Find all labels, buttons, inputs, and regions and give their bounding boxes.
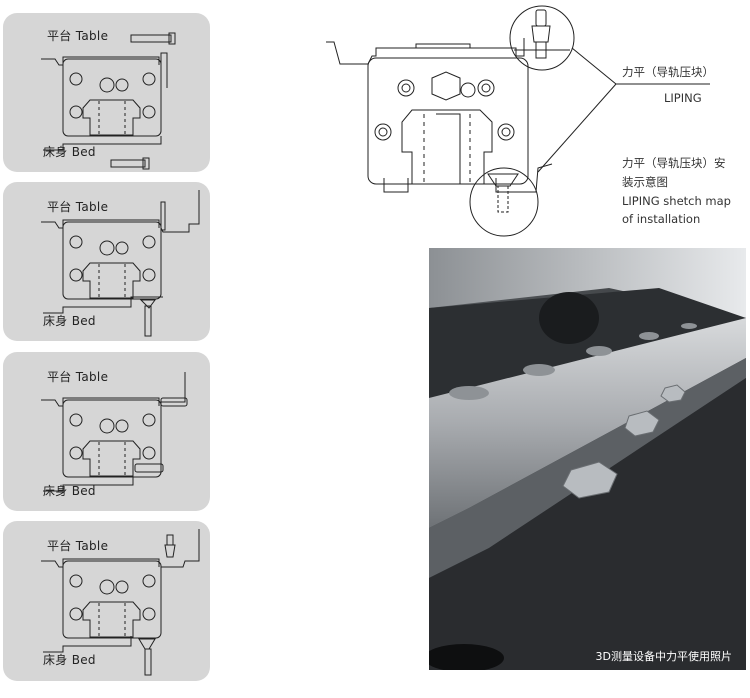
bed-label: 床身 Bed — [43, 314, 96, 328]
note-cn-line-1: 力平（导轨压块）安 — [622, 156, 726, 170]
diagram-panel-4: 平台 Table 床身 Bed — [3, 521, 210, 681]
diagram-panel-2: 平台 Table 床身 Bed — [3, 182, 210, 341]
photo-caption: 3D测量设备中力平使用照片 — [595, 650, 732, 663]
main-drawing — [326, 5, 710, 237]
note-en-line-2: of installation — [622, 212, 701, 226]
panel-drawing — [41, 529, 200, 676]
diagram-panel-1: 平台 Table 床身 Bed — [3, 13, 210, 172]
callout-cn: 力平（导轨压块） — [622, 65, 714, 79]
callout-en: LIPING — [664, 91, 702, 105]
panel-drawing — [41, 372, 188, 492]
panel-drawing — [41, 32, 176, 170]
main-installation-diagram — [320, 2, 750, 246]
diagram-panel-3: 平台 Table 床身 Bed — [3, 352, 210, 511]
table-label: 平台 Table — [47, 29, 109, 43]
bed-label: 床身 Bed — [43, 145, 96, 159]
application-photo: 3D测量设备中力平使用照片 — [429, 248, 746, 670]
bed-label: 床身 Bed — [43, 484, 96, 498]
table-label: 平台 Table — [47, 370, 109, 384]
photo-image — [429, 248, 746, 670]
table-label: 平台 Table — [47, 539, 109, 553]
note-cn-line-2: 装示意图 — [622, 175, 668, 189]
bed-label: 床身 Bed — [43, 653, 96, 667]
note-en-line-1: LIPING shetch map — [622, 194, 731, 208]
panel-drawing — [41, 190, 200, 337]
table-label: 平台 Table — [47, 200, 109, 214]
